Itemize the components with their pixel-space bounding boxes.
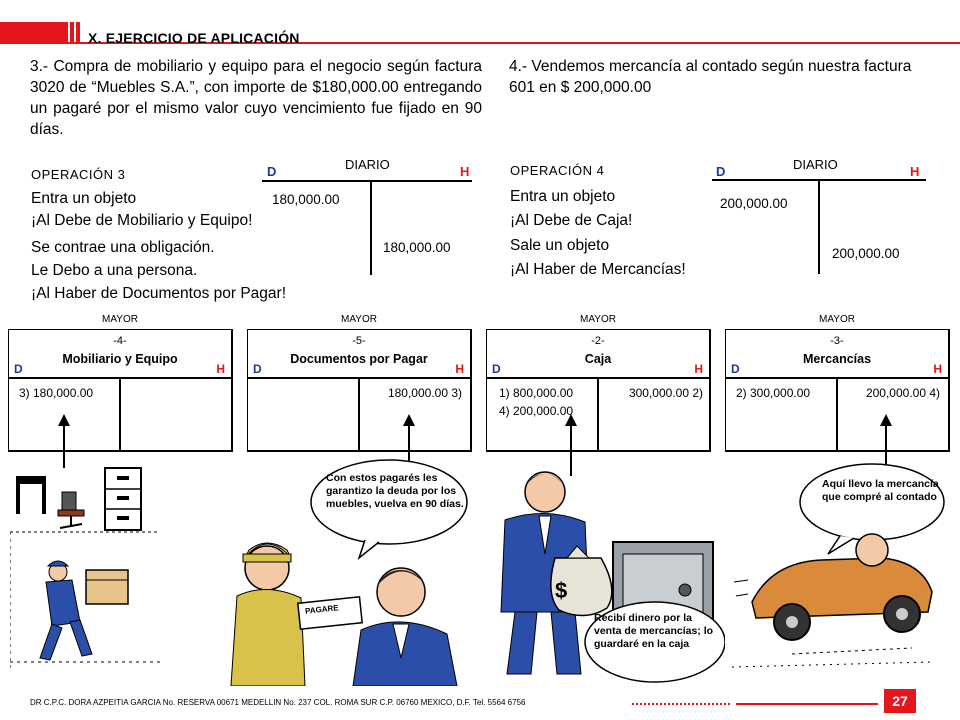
ledger-divider bbox=[119, 377, 121, 450]
ledger-header: MAYOR bbox=[580, 314, 616, 325]
arrow-up-icon bbox=[565, 414, 577, 426]
ledger-debit-entry: 4) 200,000.00 bbox=[499, 404, 574, 418]
footer-address: DR C.P.C. DORA AZPEITIA GARCIA No. RESER… bbox=[30, 698, 526, 707]
furniture-delivery-illustration bbox=[10, 467, 160, 672]
money-sign: $ bbox=[555, 578, 568, 603]
ledger-credit-label: H bbox=[694, 362, 703, 376]
footer-solid-line bbox=[736, 703, 878, 705]
ledger-number: -4- bbox=[113, 335, 127, 347]
operation-4-line: Sale un objeto bbox=[510, 237, 610, 254]
journal-credit-value: 180,000.00 bbox=[383, 240, 451, 255]
arrow-line bbox=[570, 424, 572, 476]
ledger-header: MAYOR bbox=[102, 314, 138, 325]
ledger-name: Mobiliario y Equipo bbox=[62, 352, 178, 366]
ledger-debit-label: D bbox=[253, 362, 262, 376]
ledger-debit-label: D bbox=[14, 362, 23, 376]
ledger-credit-label: H bbox=[455, 362, 464, 376]
arrow-up-icon bbox=[880, 414, 892, 426]
ledger-debit-entry: 1) 800,000.00 bbox=[499, 386, 574, 400]
journal-debit-label: D bbox=[716, 164, 726, 179]
ledger-divider bbox=[836, 377, 838, 450]
ledger-credit-entry: 200,000.00 4) bbox=[865, 386, 940, 400]
operation-3-line: Se contrae una obligación. bbox=[31, 239, 215, 256]
page-number: 27 bbox=[884, 689, 916, 713]
operation-4-line: ¡Al Haber de Mercancías! bbox=[510, 261, 686, 278]
journal-credit-label: H bbox=[910, 164, 920, 179]
journal-top-line bbox=[262, 180, 472, 182]
operation-3-line: ¡Al Haber de Documentos por Pagar! bbox=[31, 285, 287, 302]
speech-bubble-mercancia: Aquí llevo la mercancía que compré al co… bbox=[822, 478, 939, 503]
journal-divider bbox=[370, 180, 372, 275]
journal-debit-label: D bbox=[267, 164, 277, 179]
journal-divider bbox=[818, 179, 820, 274]
operation-4-label: OPERACIÓN 4 bbox=[510, 163, 605, 178]
operation-3-label: OPERACIÓN 3 bbox=[31, 167, 126, 182]
statement-operation-4: 4.- Vendemos mercancía al contado según … bbox=[509, 58, 912, 96]
ledger-divider bbox=[358, 377, 360, 450]
operation-4-line: Entra un objeto bbox=[510, 188, 616, 205]
arrow-line bbox=[63, 424, 65, 468]
arrow-up-icon bbox=[403, 414, 415, 426]
promissory-note-illustration bbox=[230, 459, 468, 686]
ledger-credit-label: H bbox=[933, 362, 942, 376]
ledger-debit-label: D bbox=[492, 362, 501, 376]
ledger-credit-entry: 180,000.00 3) bbox=[387, 386, 462, 400]
speech-bubble-caja: Recibí dinero por la venta de mercancías… bbox=[594, 612, 714, 650]
ledger-mobiliario-y-equipo: MAYOR -4- Mobiliario y Equipo D H 3) 180… bbox=[8, 314, 233, 452]
ledger-number: -5- bbox=[352, 335, 366, 347]
journal-debit-value: 180,000.00 bbox=[272, 192, 340, 207]
ledger-debit-entry: 2) 300,000.00 bbox=[736, 386, 811, 400]
ledger-divider bbox=[597, 377, 599, 450]
car-merchandise-illustration bbox=[732, 463, 945, 668]
journal-debit-value: 200,000.00 bbox=[720, 196, 788, 211]
speech-bubble-pagares: Con estos pagarés les garantizo la deuda… bbox=[326, 472, 464, 510]
operation-3-line: ¡Al Debe de Mobiliario y Equipo! bbox=[31, 212, 253, 229]
ledger-header: MAYOR bbox=[819, 314, 855, 325]
ledger-credit-label: H bbox=[216, 362, 225, 376]
ledger-number: -3- bbox=[830, 335, 844, 347]
ledger-name: Mercancías bbox=[802, 352, 872, 366]
cash-safe-illustration bbox=[500, 471, 725, 683]
ledger-caja: MAYOR -2- Caja D H 1) 800,000.00 4) 200,… bbox=[486, 314, 711, 452]
arrow-line bbox=[885, 424, 887, 470]
statement-operation-3: 3.- Compra de mobiliario y equipo para e… bbox=[30, 58, 482, 138]
ledger-documentos-por-pagar: MAYOR -5- Documentos por Pagar D H 180,0… bbox=[247, 314, 472, 452]
arrow-line bbox=[408, 424, 410, 476]
operation-3-line: Le Debo a una persona. bbox=[31, 262, 198, 279]
ledger-debit-label: D bbox=[731, 362, 740, 376]
ledger-mercancias: MAYOR -3- Mercancías D H 2) 300,000.00 2… bbox=[725, 314, 950, 452]
section-title: X. EJERCICIO DE APLICACIÓN bbox=[88, 30, 300, 46]
footer-text: DR C.P.C. DORA AZPEITIA GARCIA No. RESER… bbox=[30, 698, 525, 707]
ledger-debit-entry: 3) 180,000.00 bbox=[19, 386, 94, 400]
ledger-credit-entry: 300,000.00 2) bbox=[628, 386, 703, 400]
ledger-name: Documentos por Pagar bbox=[290, 352, 428, 366]
journal-credit-value: 200,000.00 bbox=[832, 246, 900, 261]
ledger-name: Caja bbox=[584, 352, 612, 366]
ledger-number: -2- bbox=[591, 335, 605, 347]
arrow-up-icon bbox=[58, 414, 70, 426]
ledger-header: MAYOR bbox=[341, 314, 377, 325]
journal-title: DIARIO bbox=[793, 157, 838, 172]
journal-title: DIARIO bbox=[345, 157, 390, 172]
footer-dotted-line bbox=[632, 703, 730, 705]
journal-credit-label: H bbox=[460, 164, 470, 179]
operation-4-line: ¡Al Debe de Caja! bbox=[510, 212, 633, 229]
operation-3-line: Entra un objeto bbox=[31, 190, 137, 207]
